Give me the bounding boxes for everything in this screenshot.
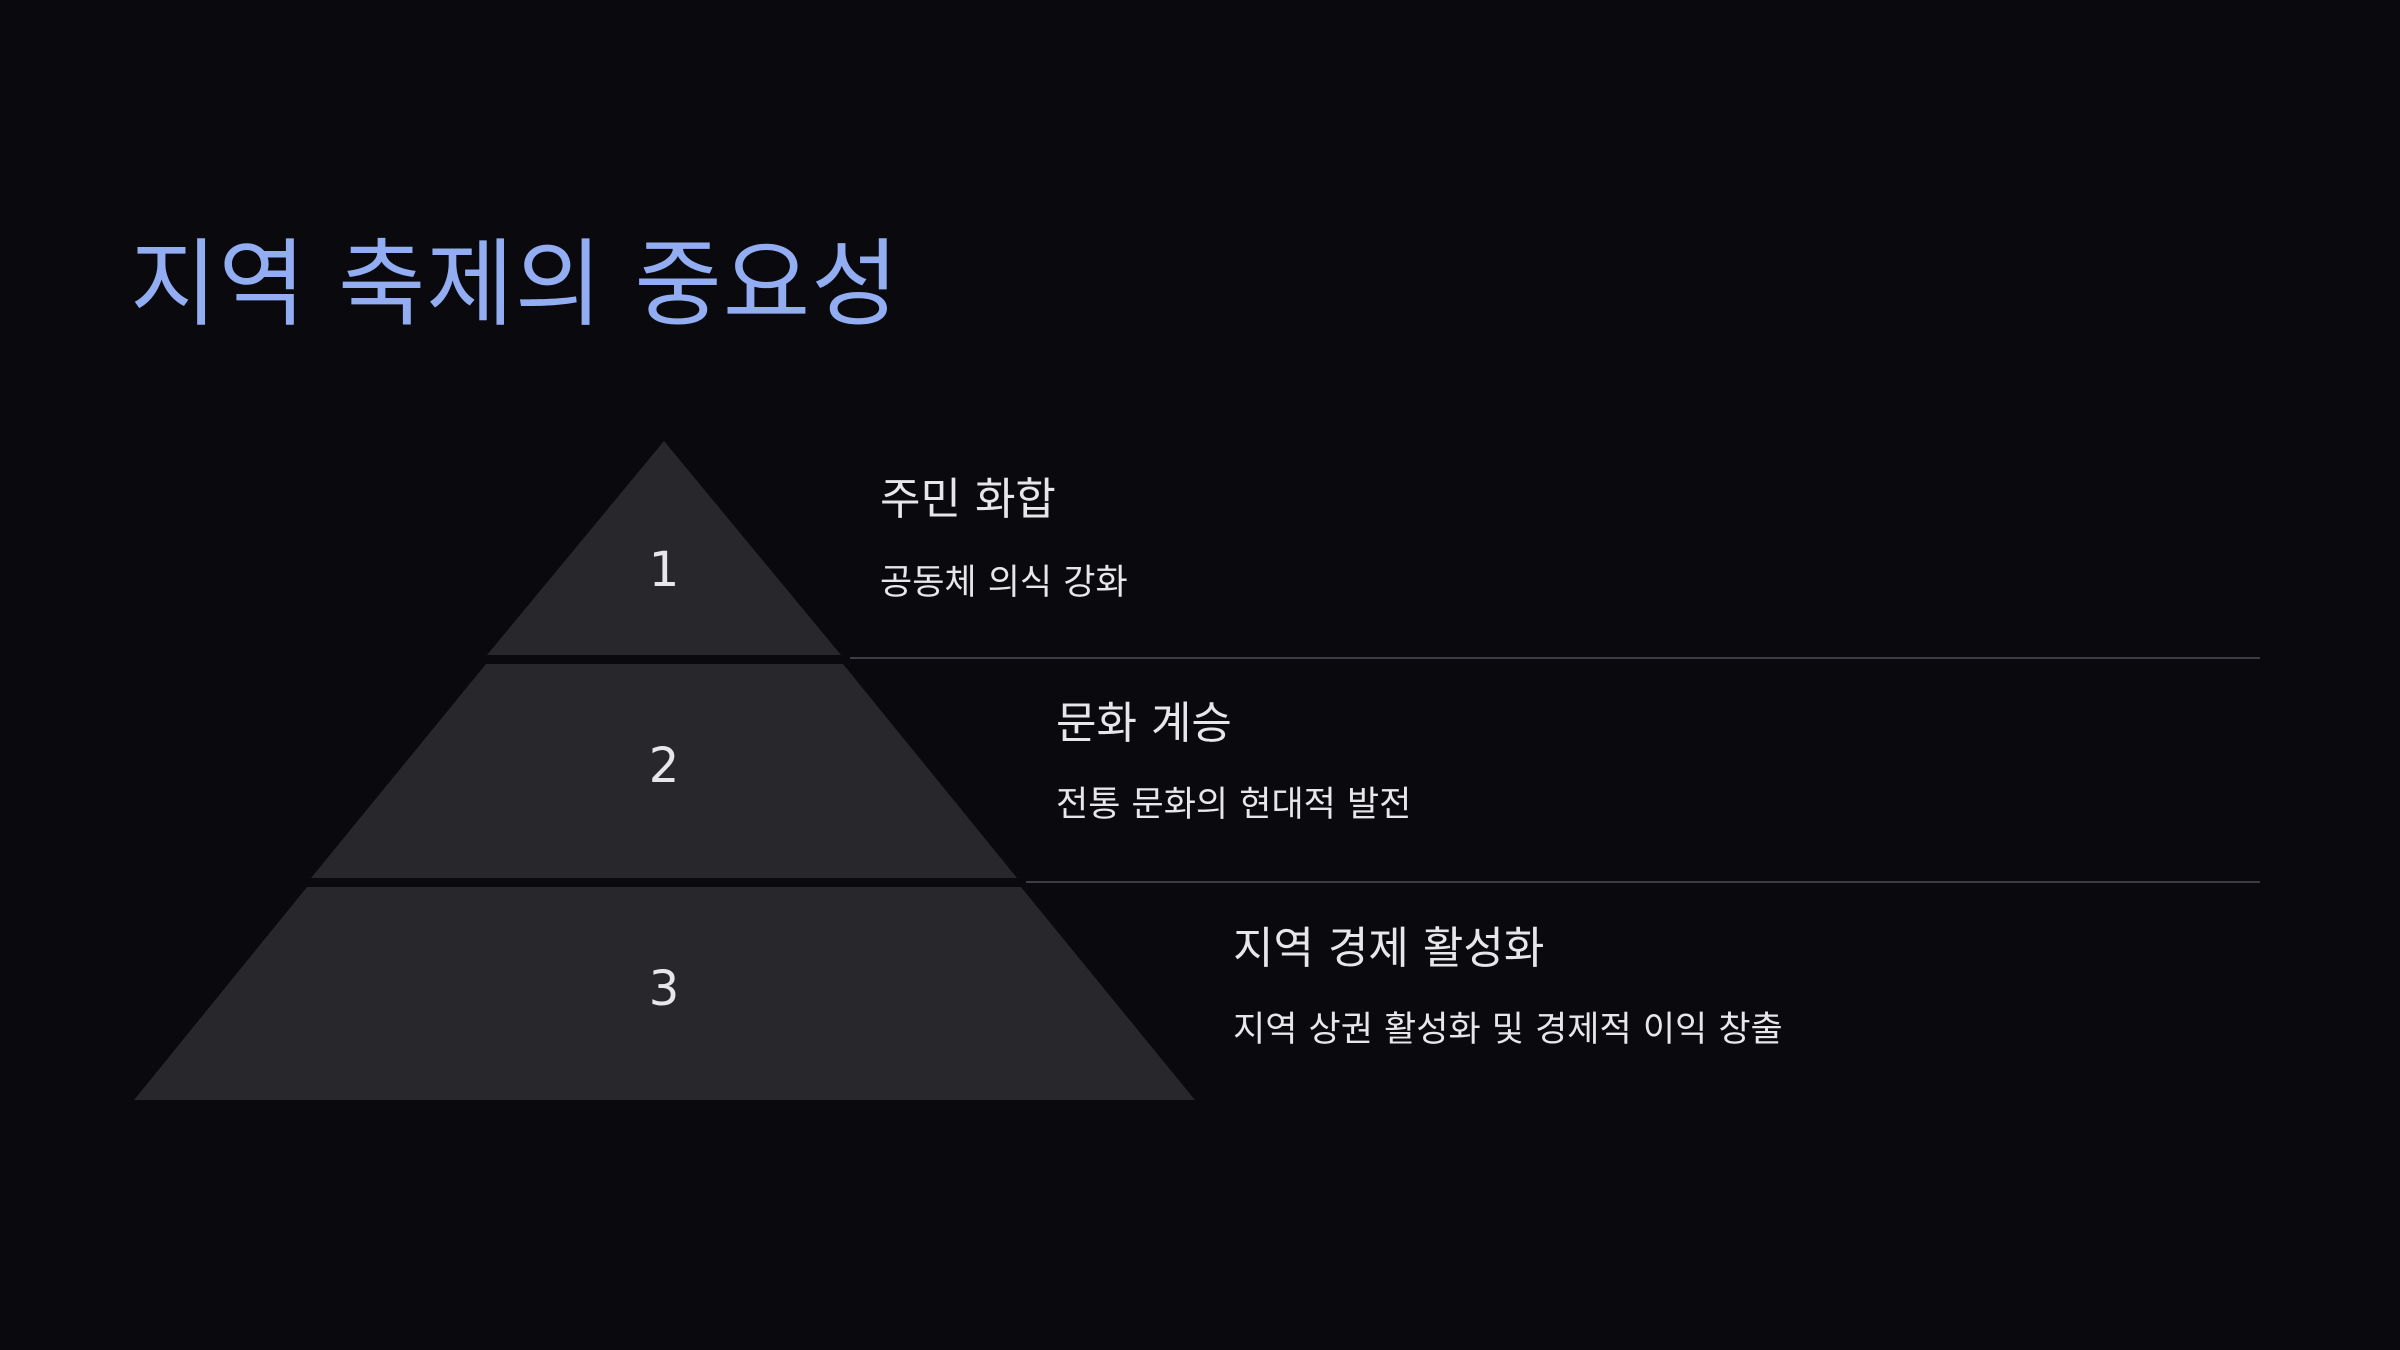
level-1-description: 공동체 의식 강화 xyxy=(880,563,1128,603)
slide-title: 지역 축제의 중요성 xyxy=(130,230,900,340)
level-1-text: 주민 화합 공동체 의식 강화 xyxy=(880,474,1128,601)
tier-number-1: 1 xyxy=(649,542,680,598)
level-3-text: 지역 경제 활성화 지역 상권 활성화 및 경제적 이익 창출 xyxy=(1233,923,1783,1048)
tier-number-3: 3 xyxy=(649,961,680,1017)
pyramid-tier-3 xyxy=(134,887,1195,1100)
pyramid-tier-1 xyxy=(487,441,841,655)
level-2-description: 전통 문화의 현대적 발전 xyxy=(1056,785,1412,825)
tier-number-2: 2 xyxy=(649,738,680,794)
level-2-heading: 문화 계승 xyxy=(1056,698,1232,749)
level-1-heading: 주민 화합 xyxy=(880,474,1056,525)
level-3-description: 지역 상권 활성화 및 경제적 이익 창출 xyxy=(1233,1010,1783,1050)
pyramid-tier-2 xyxy=(311,664,1017,878)
level-3-heading: 지역 경제 활성화 xyxy=(1233,923,1545,974)
level-2-text: 문화 계승 전통 문화의 현대적 발전 xyxy=(1056,698,1411,823)
